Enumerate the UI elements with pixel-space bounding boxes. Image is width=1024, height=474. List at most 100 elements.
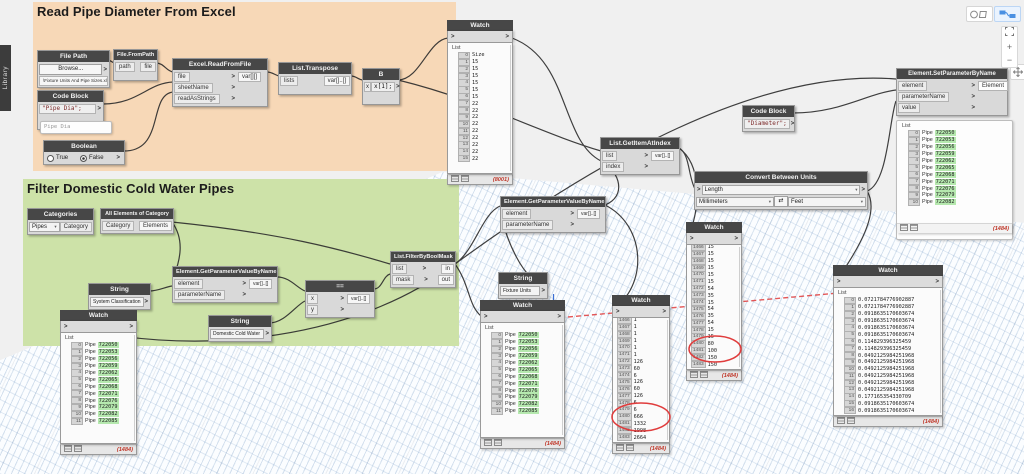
node-title[interactable]: Convert Between Units — [695, 172, 867, 183]
input-port-path[interactable]: path — [115, 62, 135, 72]
output-port[interactable]: > — [861, 187, 865, 193]
output-port[interactable]: > — [662, 308, 666, 315]
node-title[interactable]: String — [209, 316, 271, 327]
output-port-out[interactable]: out — [437, 275, 454, 285]
node-title[interactable]: File Path — [38, 51, 109, 62]
output-port[interactable]: > — [129, 323, 133, 330]
input-port[interactable]: > — [837, 278, 841, 285]
input-port[interactable]: > — [64, 323, 68, 330]
node-title[interactable]: Watch — [686, 222, 742, 233]
input-port-index[interactable]: index — [602, 162, 625, 172]
output-port[interactable]: > — [734, 235, 738, 242]
input-port-value[interactable]: value — [898, 103, 921, 113]
zoom-in-button[interactable]: + — [1006, 42, 1013, 52]
input-port-y[interactable]: y — [307, 305, 318, 315]
output-port-in[interactable]: in — [441, 264, 454, 274]
node-title[interactable]: List.Transpose — [279, 63, 351, 74]
node-title[interactable]: Element.GetParameterValueByName — [173, 267, 277, 277]
output-port[interactable]: > — [97, 106, 101, 112]
output-port[interactable]: var[][] — [238, 72, 262, 82]
node-code-block-b[interactable]: B x x[1]; > — [362, 68, 400, 105]
code-text[interactable]: x[1]; — [371, 82, 396, 92]
input-port-list[interactable]: list — [602, 151, 618, 161]
output-port[interactable]: > — [557, 313, 561, 320]
node-get-parameter-1[interactable]: Element.GetParameterValueByName element>… — [172, 266, 278, 303]
node-title[interactable]: Watch — [480, 300, 565, 311]
output-port[interactable]: var[]..[] — [249, 279, 273, 289]
node-get-parameter-2[interactable]: Element.GetParameterValueByName element>… — [500, 196, 606, 233]
node-title[interactable]: Categories — [28, 209, 93, 220]
node-boolean[interactable]: Boolean True False > — [43, 140, 125, 165]
node-code-block-diameter[interactable]: Code Block "Diameter"; > — [742, 105, 795, 132]
node-title[interactable]: Watch — [60, 310, 137, 321]
code-text[interactable]: "Pipe Dia"; — [39, 104, 97, 114]
node-file-frompath[interactable]: File.FromPath path file — [113, 49, 158, 81]
string-value[interactable]: System Classification — [90, 297, 144, 307]
input-port-lists[interactable]: lists — [280, 76, 299, 86]
output-port[interactable]: > — [935, 278, 939, 285]
input-port[interactable]: > — [690, 235, 694, 242]
list-level-icons[interactable] — [690, 371, 710, 380]
node-title[interactable]: String — [499, 273, 547, 284]
node-title[interactable]: List.FilterByBoolMask — [391, 252, 455, 262]
output-port[interactable]: > — [116, 155, 120, 161]
output-port-elements[interactable]: Elements — [138, 221, 172, 231]
node-set-parameter-by-name[interactable]: Element.SetParameterByName element> para… — [896, 68, 1009, 116]
to-unit-dropdown[interactable]: Feet ▾ — [788, 196, 866, 207]
graph-view-button[interactable] — [994, 6, 1021, 22]
input-port-x[interactable]: x — [307, 294, 318, 304]
node-string-system-classification[interactable]: String System Classification > — [88, 283, 151, 310]
input-port-element[interactable]: element — [174, 279, 204, 289]
node-file-path[interactable]: File Path Browse... > \Fixture Units And… — [37, 50, 110, 88]
node-title[interactable]: Excel.ReadFromFile — [173, 59, 267, 70]
node-title[interactable]: Watch — [612, 295, 670, 306]
output-port-category[interactable]: Category — [59, 222, 92, 232]
input-port-x[interactable]: x — [364, 82, 371, 92]
node-title[interactable]: Watch — [833, 265, 943, 276]
node-title[interactable]: B — [363, 69, 399, 80]
output-port[interactable]: > — [103, 66, 107, 73]
input-port-element[interactable]: element — [502, 209, 532, 219]
node-title[interactable]: Code Block — [743, 106, 794, 117]
zoom-controls[interactable]: + − — [1001, 26, 1018, 68]
list-level-icons[interactable] — [64, 445, 84, 454]
code-text[interactable]: "Diameter"; — [744, 119, 790, 129]
node-all-elements-of-category[interactable]: All Elements of Category Category Elemen… — [100, 208, 174, 234]
output-port[interactable]: var[]..[] — [577, 209, 601, 219]
input-port-parametername[interactable]: parameterName — [898, 92, 950, 102]
node-list-transpose[interactable]: List.Transpose lists var[]..[] — [278, 62, 352, 95]
input-port-file[interactable]: file — [174, 72, 190, 82]
output-port[interactable]: > — [541, 288, 545, 294]
input-port-readasstrings[interactable]: readAsStrings — [174, 94, 220, 104]
node-title[interactable]: == — [306, 281, 374, 292]
input-port-element[interactable]: element — [898, 81, 928, 91]
output-port[interactable]: > — [396, 84, 400, 90]
radio-true-circle[interactable] — [47, 154, 54, 162]
output-port[interactable]: var[]..[] — [323, 76, 350, 86]
input-port[interactable]: > — [616, 308, 620, 315]
geometry-preview-button[interactable] — [966, 6, 993, 22]
input-port[interactable]: > — [451, 33, 455, 40]
node-excel-readfromfile[interactable]: Excel.ReadFromFile file> sheetName> read… — [172, 58, 268, 107]
output-port[interactable]: var[]..[] — [651, 151, 675, 161]
node-string-domestic-cold-water[interactable]: String Domestic Cold Water > — [208, 315, 272, 342]
input-port-category[interactable]: Category — [102, 221, 135, 231]
input-port-mask[interactable]: mask — [392, 275, 415, 285]
node-filter-by-bool-mask[interactable]: List.FilterByBoolMask list > in mask > o… — [390, 251, 456, 288]
node-convert-between-units[interactable]: Convert Between Units > Length ▾ > Milli… — [694, 171, 868, 210]
node-title[interactable]: List.GetItemAtIndex — [601, 138, 679, 149]
list-level-icons[interactable] — [616, 444, 636, 453]
input-port[interactable]: > — [484, 313, 488, 320]
string-value[interactable]: Fixture Units — [500, 286, 541, 296]
browse-button[interactable]: Browse... — [39, 64, 103, 75]
output-port[interactable]: > — [144, 299, 149, 305]
output-port[interactable]: > — [790, 121, 795, 127]
output-port-file[interactable]: file — [140, 62, 156, 72]
output-port[interactable]: var[]..[] — [347, 294, 371, 304]
measure-dropdown[interactable]: Length ▾ — [701, 185, 861, 195]
